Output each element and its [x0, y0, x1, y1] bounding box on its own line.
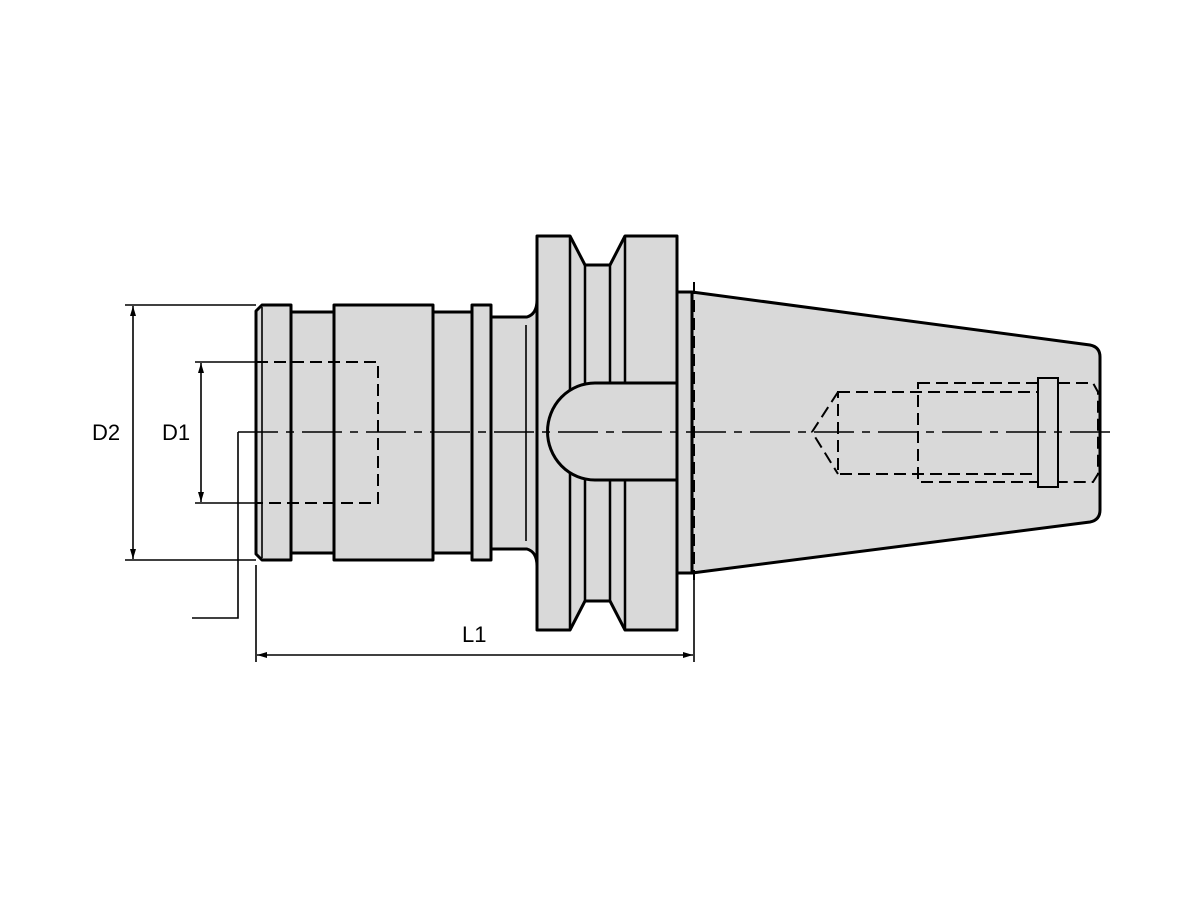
d2-label: D2 — [92, 420, 120, 445]
dimension-l1: L1 — [255, 565, 695, 662]
dimension-d2: D2 — [92, 304, 256, 561]
d1-label: D1 — [162, 420, 190, 445]
dimension-d1: D1 — [162, 361, 256, 504]
neck — [489, 298, 539, 568]
holder-body — [254, 234, 1102, 632]
l1-label: L1 — [462, 622, 486, 647]
leader-line — [192, 432, 239, 619]
